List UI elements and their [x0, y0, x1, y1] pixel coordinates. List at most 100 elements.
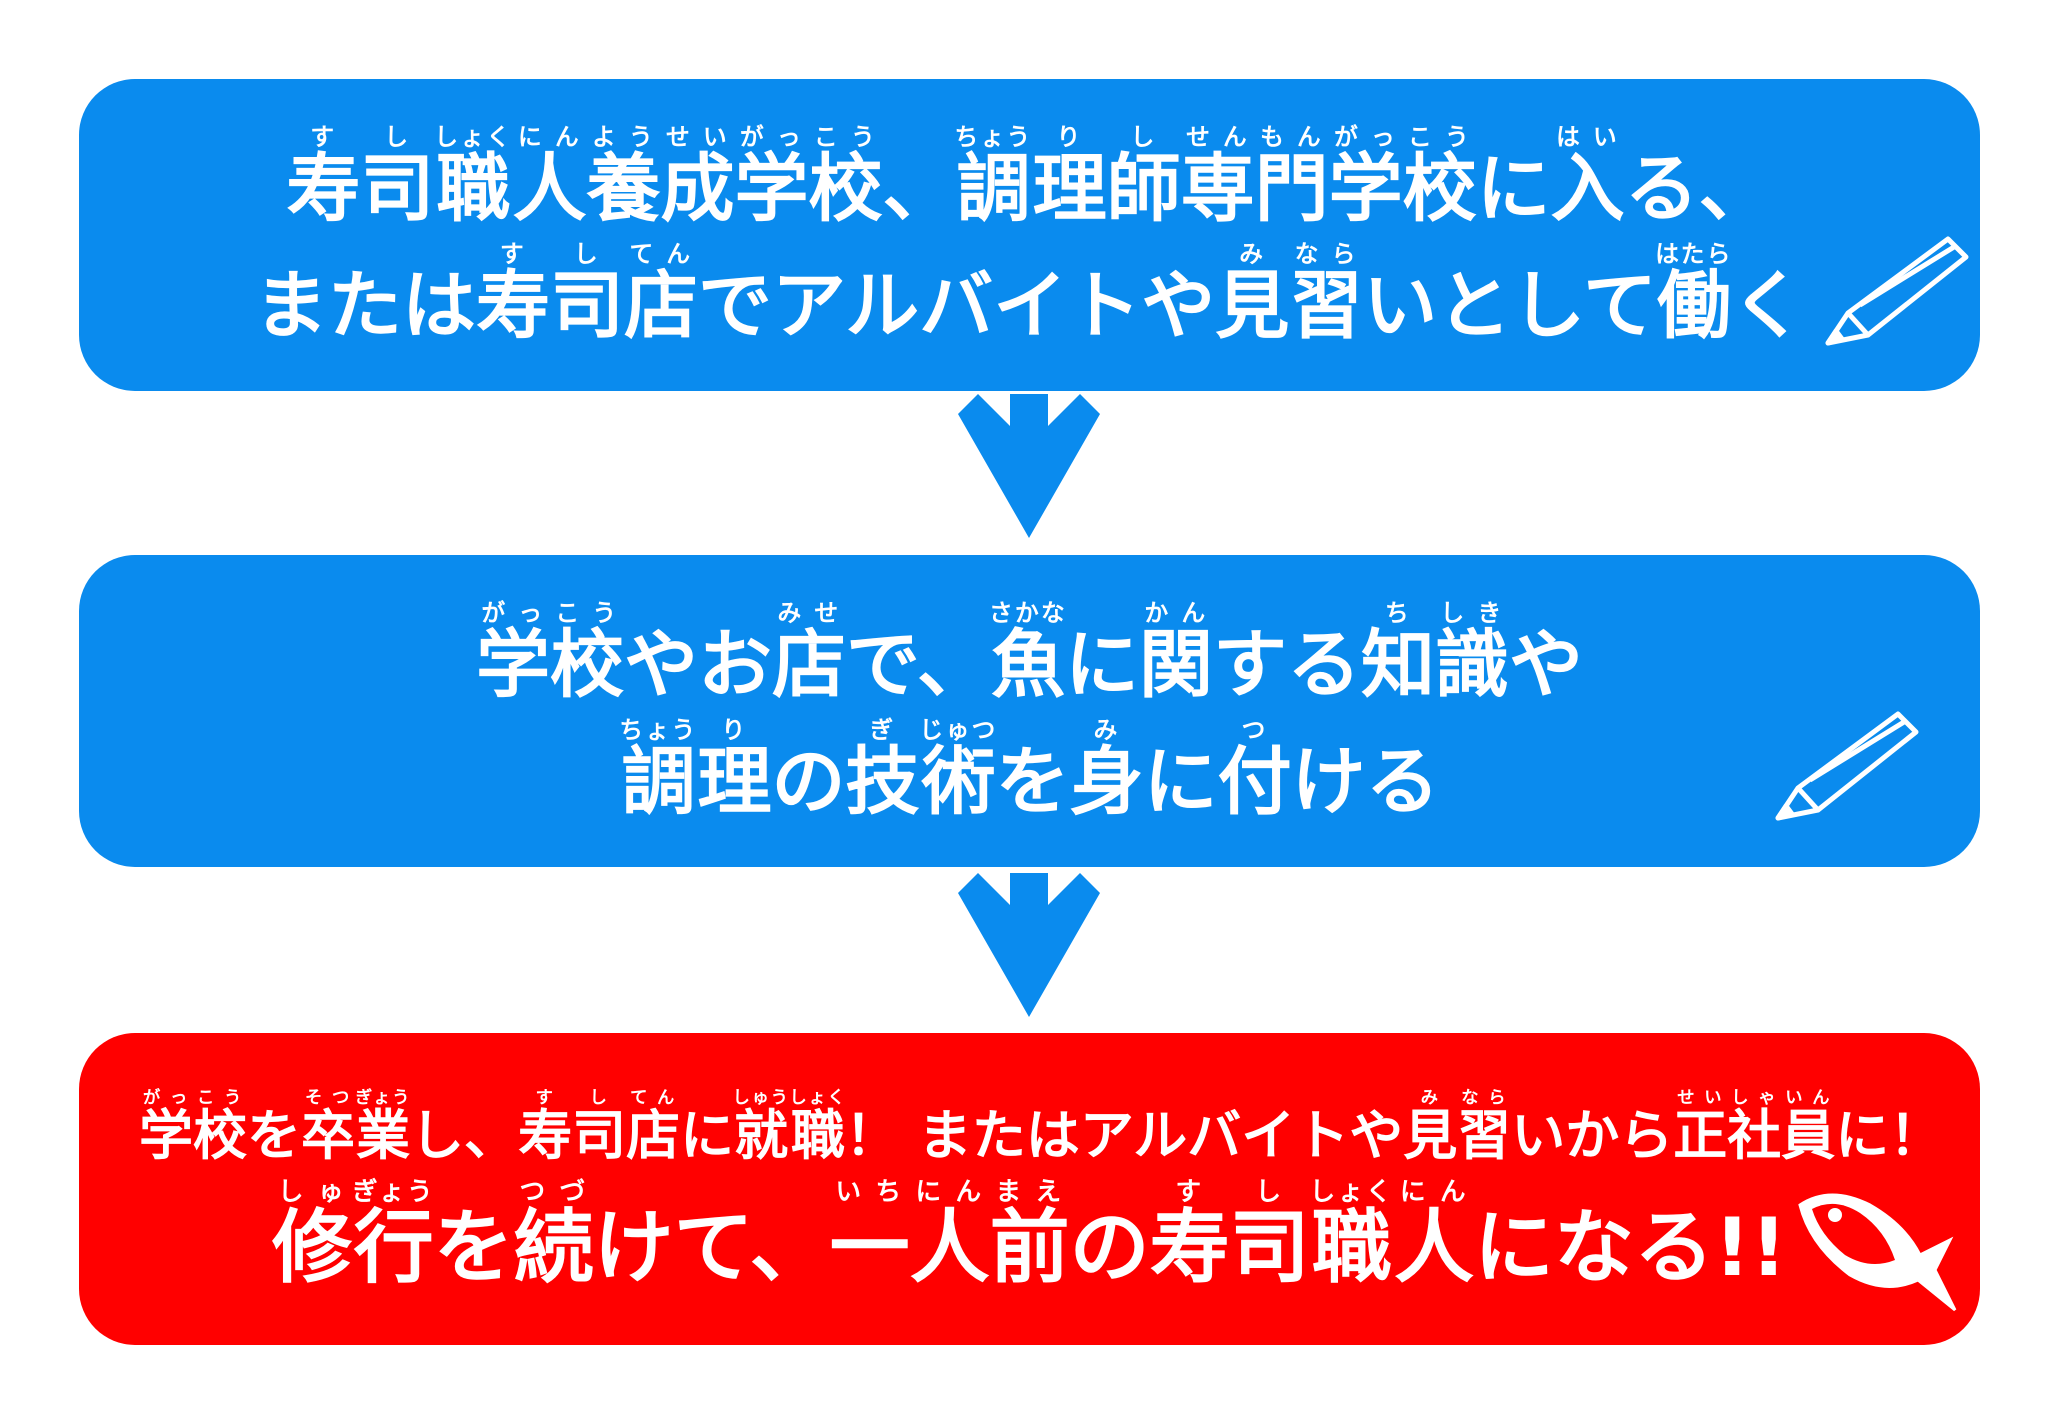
furigana: てん: [623, 240, 698, 268]
step-text-line: 学がっ校こうやお店みせで、魚さかなに関かんする知ち識しきや: [475, 599, 1583, 709]
step-text-line: または寿す司し店てんでアルバイトや見み習ならいとして働はたらく: [253, 240, 1805, 349]
pencil-icon: [1825, 236, 1969, 346]
kanji: 学: [734, 146, 809, 233]
furigana: はたら: [1655, 240, 1733, 268]
ruby-word: 司し: [549, 240, 624, 349]
down-arrow-icon: [958, 873, 1100, 1017]
ruby-word: 業ぎょう: [355, 1088, 411, 1167]
furigana: いん: [1781, 1088, 1836, 1109]
kanji: 司: [1229, 1200, 1310, 1294]
furigana: し: [572, 1088, 627, 1109]
furigana: がっ: [1328, 123, 1403, 152]
step-text-line: 修しゅ行ぎょうを続つづけて、一いち人にん前まえの寿す司し職しょく人にんになる!!: [272, 1177, 1787, 1290]
furigana: こう: [1402, 123, 1477, 152]
kanji: 一: [829, 1200, 910, 1294]
furigana: す: [518, 1088, 573, 1109]
furigana: にん: [512, 123, 587, 152]
text-segment: に: [1143, 739, 1218, 825]
ruby-word: 入はい: [1550, 123, 1625, 233]
ruby-word: 店みせ: [771, 599, 846, 709]
furigana: ぎ: [845, 716, 920, 744]
furigana: まえ: [989, 1176, 1070, 1207]
ruby-word: 調ちょう: [954, 123, 1032, 232]
furigana: み: [1069, 716, 1144, 744]
ruby-word: 校こう: [193, 1088, 247, 1167]
ruby-word: 働はたら: [1655, 240, 1733, 349]
kanji: 卒: [301, 1104, 355, 1168]
text-segment: る、: [1624, 146, 1773, 233]
furigana: にん: [1394, 1176, 1475, 1207]
furigana: り: [697, 716, 772, 744]
kanji: 前: [989, 1200, 1070, 1294]
furigana: がっ: [139, 1088, 193, 1109]
text-segment: に！: [1835, 1104, 1944, 1168]
kanji: 店: [623, 263, 698, 349]
ruby-word: 校こう: [1403, 123, 1477, 232]
pencil-icon: [1775, 711, 1919, 821]
step-text-line: 調ちょう理りの技ぎ術じゅつを身みに付つける: [619, 716, 1440, 825]
furigana: せい: [1673, 1088, 1728, 1109]
kanji: 働: [1655, 263, 1733, 349]
furigana: す: [475, 240, 550, 268]
kanji: 司: [360, 146, 435, 233]
ruby-word: 調ちょう: [619, 716, 697, 825]
down-arrow-icon: [958, 394, 1100, 538]
text-segment: ける: [1291, 739, 1440, 825]
kanji: 関: [1139, 622, 1214, 709]
kanji: 員: [1781, 1104, 1836, 1168]
ruby-word: 店てん: [623, 240, 698, 349]
kanji: 職: [789, 1104, 847, 1168]
ruby-word: 身み: [1069, 716, 1144, 825]
furigana: なら: [1289, 240, 1364, 268]
text-segment: でアルバイトや: [697, 263, 1216, 349]
kanji: 専: [1180, 146, 1255, 233]
kanji: 学: [1328, 146, 1403, 233]
furigana: がっ: [734, 123, 809, 152]
furigana: み: [1215, 240, 1290, 268]
ruby-word: 店てん: [626, 1088, 681, 1168]
text-segment: いとして: [1363, 263, 1658, 349]
kanji: 人: [909, 1200, 990, 1294]
furigana: せん: [1180, 123, 1255, 152]
text-segment: の: [1069, 1200, 1150, 1294]
furigana: しゅう: [732, 1088, 790, 1109]
furigana: しょく: [1309, 1176, 1395, 1207]
ruby-word: 司し: [1229, 1177, 1310, 1294]
furigana: よう: [586, 123, 661, 152]
text-segment: に: [1065, 622, 1140, 709]
kanji: 見: [1215, 263, 1290, 349]
ruby-word: 寿す: [1150, 1177, 1230, 1294]
kanji: 店: [626, 1104, 681, 1168]
kanji: 知: [1361, 622, 1436, 709]
kanji: 寿: [286, 146, 361, 233]
ruby-word: 習なら: [1457, 1088, 1511, 1167]
ruby-word: 知ち: [1361, 599, 1436, 709]
kanji: 店: [771, 622, 846, 709]
furigana: みせ: [771, 599, 846, 628]
ruby-word: 職しょく: [434, 123, 512, 232]
furigana: しょく: [789, 1088, 847, 1109]
ruby-word: 修しゅ: [272, 1177, 352, 1294]
ruby-word: 学がっ: [139, 1088, 193, 1168]
text-segment: 、: [882, 146, 957, 233]
ruby-word: 識しき: [1435, 599, 1509, 708]
text-segment: または: [253, 263, 476, 349]
furigana: にん: [909, 1176, 990, 1207]
kanji: 司: [549, 263, 624, 349]
kanji: 入: [1550, 146, 1625, 233]
furigana: す: [1149, 1176, 1230, 1207]
text-segment: いから: [1511, 1104, 1674, 1168]
text-segment: やお: [623, 622, 772, 709]
step-text-line: 寿す司し職しょく人にん養よう成せい学がっ校こう、調ちょう理り師し専せん門もん学が…: [286, 123, 1773, 233]
ruby-word: 員いん: [1781, 1088, 1836, 1168]
text-segment: し、: [410, 1104, 519, 1168]
text-segment: になる!!: [1474, 1200, 1788, 1294]
kanji: 身: [1069, 739, 1144, 825]
furigana: じゅつ: [919, 716, 998, 744]
furigana: ぎょう: [355, 1088, 412, 1109]
ruby-word: 校こう: [809, 123, 883, 232]
furigana: さかな: [988, 599, 1068, 628]
kanji: 学: [139, 1104, 193, 1168]
furigana: み: [1403, 1088, 1458, 1109]
kanji: 学: [475, 622, 550, 709]
